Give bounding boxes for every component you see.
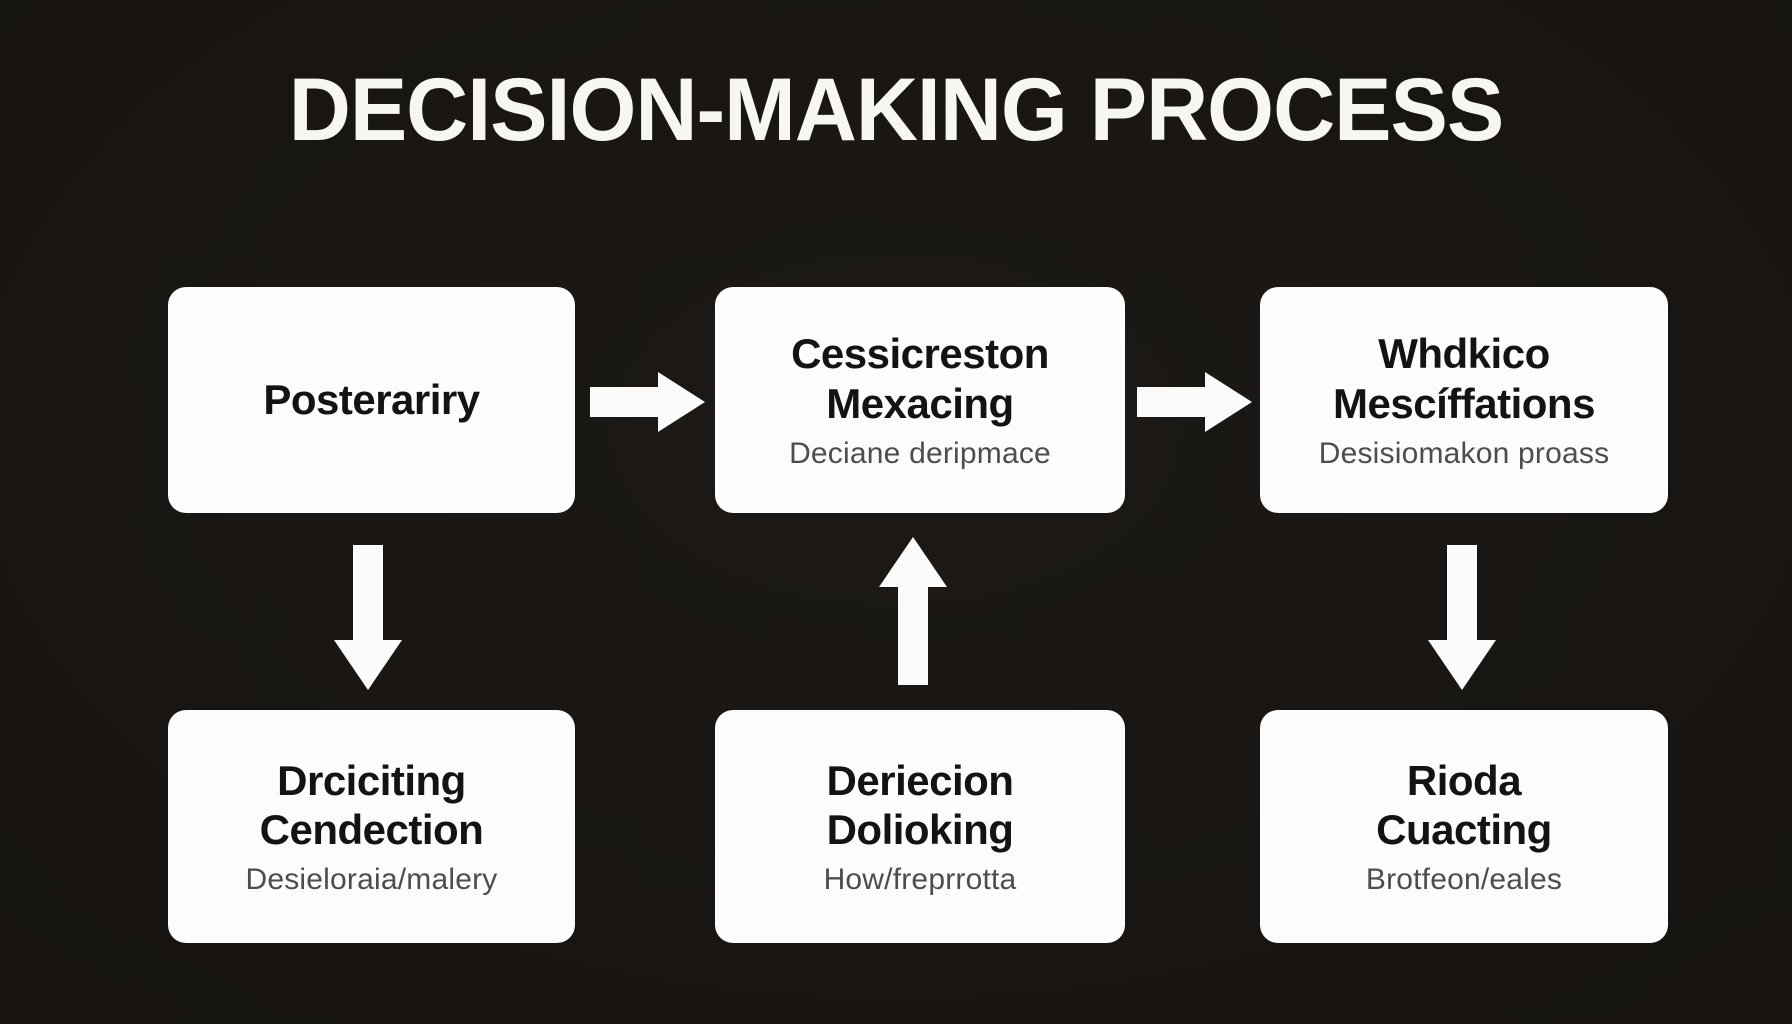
node-drciciting-cendection: Drciciting Cendection Desieloraia/malery: [168, 710, 575, 943]
diagram-title: DECISION-MAKING PROCESS: [288, 60, 1505, 160]
node-rioda-cuacting: Rioda Cuacting Brotfeon/eales: [1260, 710, 1668, 943]
node-subtitle: Deciane deripmace: [789, 436, 1051, 470]
node-subtitle: Desisiomakon proass: [1318, 436, 1610, 470]
node-heading: Drciciting Cendection: [259, 756, 484, 853]
node-heading: Whdkico Mescíffations: [1333, 330, 1595, 427]
node-posterariry: Posterariry: [168, 287, 575, 513]
node-cessicreston-mexacing: Cessicreston Mexacing Deciane deripmace: [715, 287, 1125, 513]
node-heading: Cessicreston Mexacing: [791, 330, 1049, 427]
arrow-up-icon: [879, 537, 947, 685]
node-heading: Rioda Cuacting: [1376, 756, 1552, 853]
node-subtitle: Desieloraia/malery: [245, 863, 498, 897]
node-heading: Posterariry: [263, 376, 480, 424]
arrow-right-icon: [590, 371, 705, 433]
node-subtitle: How/freprrotta: [823, 863, 1017, 897]
node-deriecion-dolioking: Deriecion Dolioking How/freprrotta: [715, 710, 1125, 943]
node-heading: Deriecion Dolioking: [826, 756, 1014, 853]
arrow-down-icon: [334, 545, 402, 690]
node-subtitle: Brotfeon/eales: [1365, 863, 1563, 897]
arrow-down-icon: [1428, 545, 1496, 690]
arrow-right-icon: [1137, 371, 1252, 433]
node-whdkico-mesciffations: Whdkico Mescíffations Desisiomakon proas…: [1260, 287, 1668, 513]
